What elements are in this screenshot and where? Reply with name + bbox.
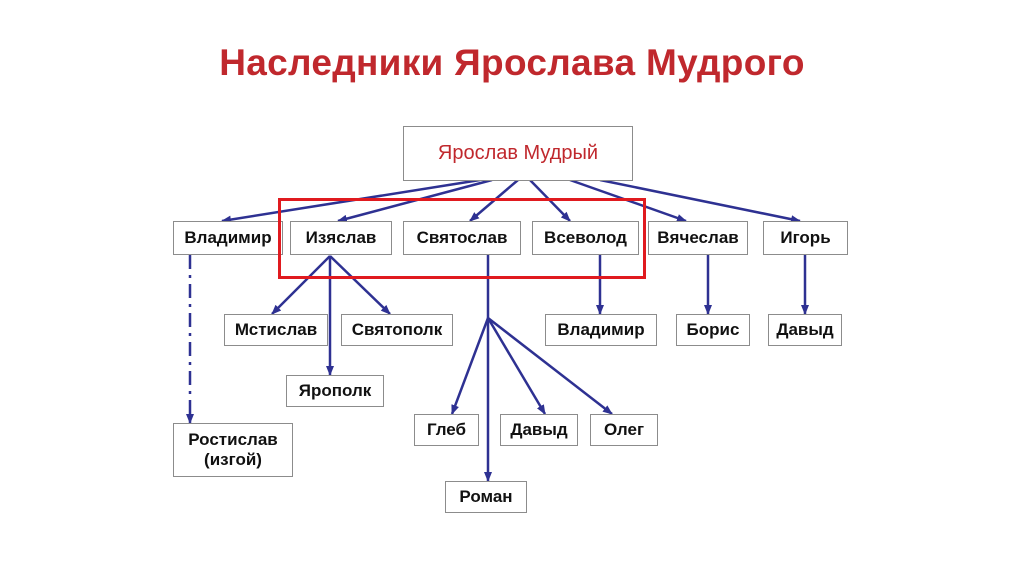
rostislav-note: (изгой) bbox=[204, 450, 262, 469]
edge-svyatoslav-oleg bbox=[487, 317, 613, 415]
node-boris: Борис bbox=[676, 314, 750, 346]
highlight-frame bbox=[278, 198, 646, 279]
node-vyacheslav: Вячеслав bbox=[648, 221, 748, 255]
node-vladimir-monomakh: Владимир bbox=[545, 314, 657, 346]
node-roman: Роман bbox=[445, 481, 527, 513]
node-rostislav: Ростислав (изгой) bbox=[173, 423, 293, 477]
rostislav-name: Ростислав bbox=[188, 430, 278, 450]
node-mstislav: Мстислав bbox=[224, 314, 328, 346]
edge-izyaslav-svyatopolk bbox=[329, 255, 391, 315]
edge-izyaslav-mstislav bbox=[271, 255, 331, 315]
edge-svyatoslav-gleb bbox=[450, 317, 490, 415]
node-igor: Игорь bbox=[763, 221, 848, 255]
node-davyd-svyatoslavich: Давыд bbox=[500, 414, 578, 446]
node-gleb: Глеб bbox=[414, 414, 479, 446]
node-yaropolk: Ярополк bbox=[286, 375, 384, 407]
node-svyatopolk: Святополк bbox=[341, 314, 453, 346]
page-title: Наследники Ярослава Мудрого bbox=[219, 42, 805, 83]
node-izyaslav: Изяслав bbox=[290, 221, 392, 255]
edge-root-igor bbox=[599, 178, 801, 224]
edge-svyatoslav-davyd bbox=[486, 317, 547, 415]
node-svyatoslav: Святослав bbox=[403, 221, 521, 255]
node-vladimir: Владимир bbox=[173, 221, 283, 255]
node-davyd-igorevich: Давыд bbox=[768, 314, 842, 346]
node-vsevolod: Всеволод bbox=[532, 221, 639, 255]
node-oleg: Олег bbox=[590, 414, 658, 446]
node-yaroslav-mudry: Ярослав Мудрый bbox=[403, 126, 633, 181]
